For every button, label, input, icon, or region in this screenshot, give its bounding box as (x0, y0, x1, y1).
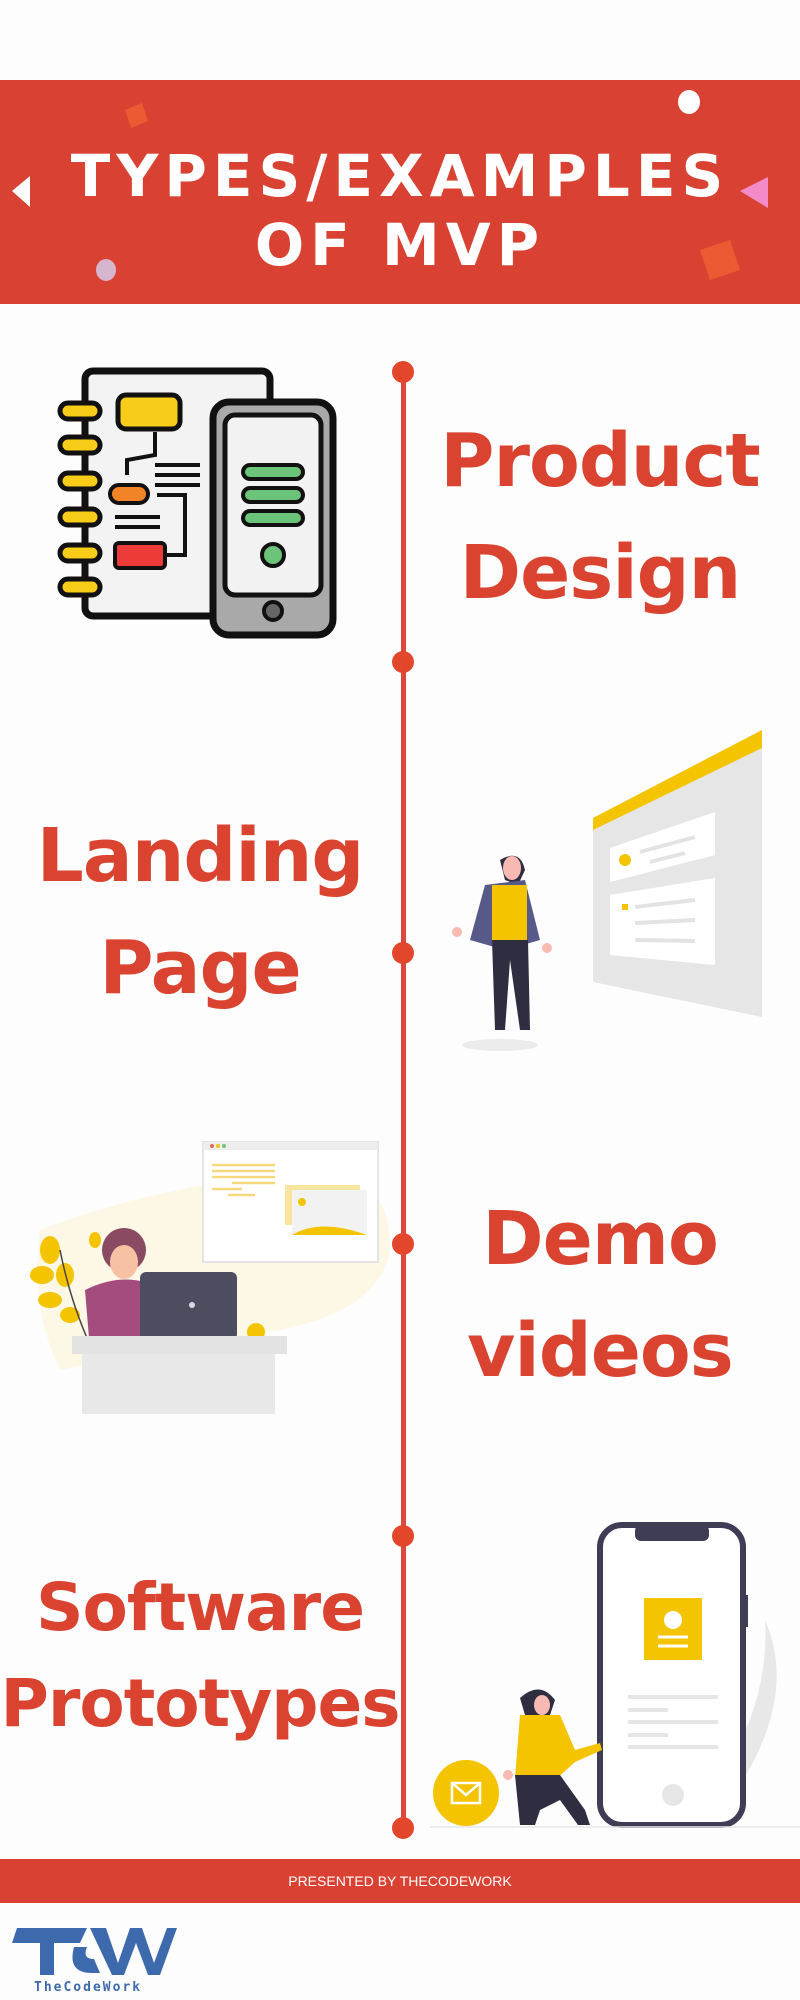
woman-viewing-webpage-icon (452, 730, 762, 1051)
item-label-landing-page: Landing Page (36, 813, 365, 1011)
timeline-dot (392, 361, 414, 383)
woman-at-laptop-icon (30, 1141, 390, 1414)
page-title-line-2: OF MVP (254, 211, 546, 279)
confetti-square-icon (125, 103, 148, 128)
confetti-dot-icon (96, 259, 116, 281)
item-label-demo-videos: Demo videos (467, 1196, 734, 1394)
item-label-product-design: Product Design (440, 418, 760, 616)
footer-banner (0, 1859, 800, 1903)
thecodework-logo-icon (12, 1928, 177, 1975)
header-decorations (12, 90, 768, 281)
presented-by-text: PRESENTED BY THECODEWORK (288, 1873, 512, 1889)
timeline-dot (392, 1817, 414, 1839)
timeline-line (401, 371, 406, 1827)
left-triangle-icon (12, 176, 30, 207)
page-title-line-1: TYPES/EXAMPLES (70, 142, 730, 210)
item-label-software-prototypes: Software Prototypes (0, 1569, 400, 1742)
timeline-dot (392, 1233, 414, 1255)
confetti-square-icon (700, 240, 740, 280)
logo-wordmark: TheCodeWork (34, 1980, 143, 1995)
confetti-dot-icon (678, 90, 700, 114)
timeline-dot (392, 1525, 414, 1547)
right-triangle-icon (740, 177, 768, 208)
timeline-dot (392, 942, 414, 964)
timeline-dot (392, 651, 414, 673)
notebook-flowchart-and-phone-icon (57, 367, 337, 639)
woman-with-smartphone-icon (430, 1522, 800, 1828)
